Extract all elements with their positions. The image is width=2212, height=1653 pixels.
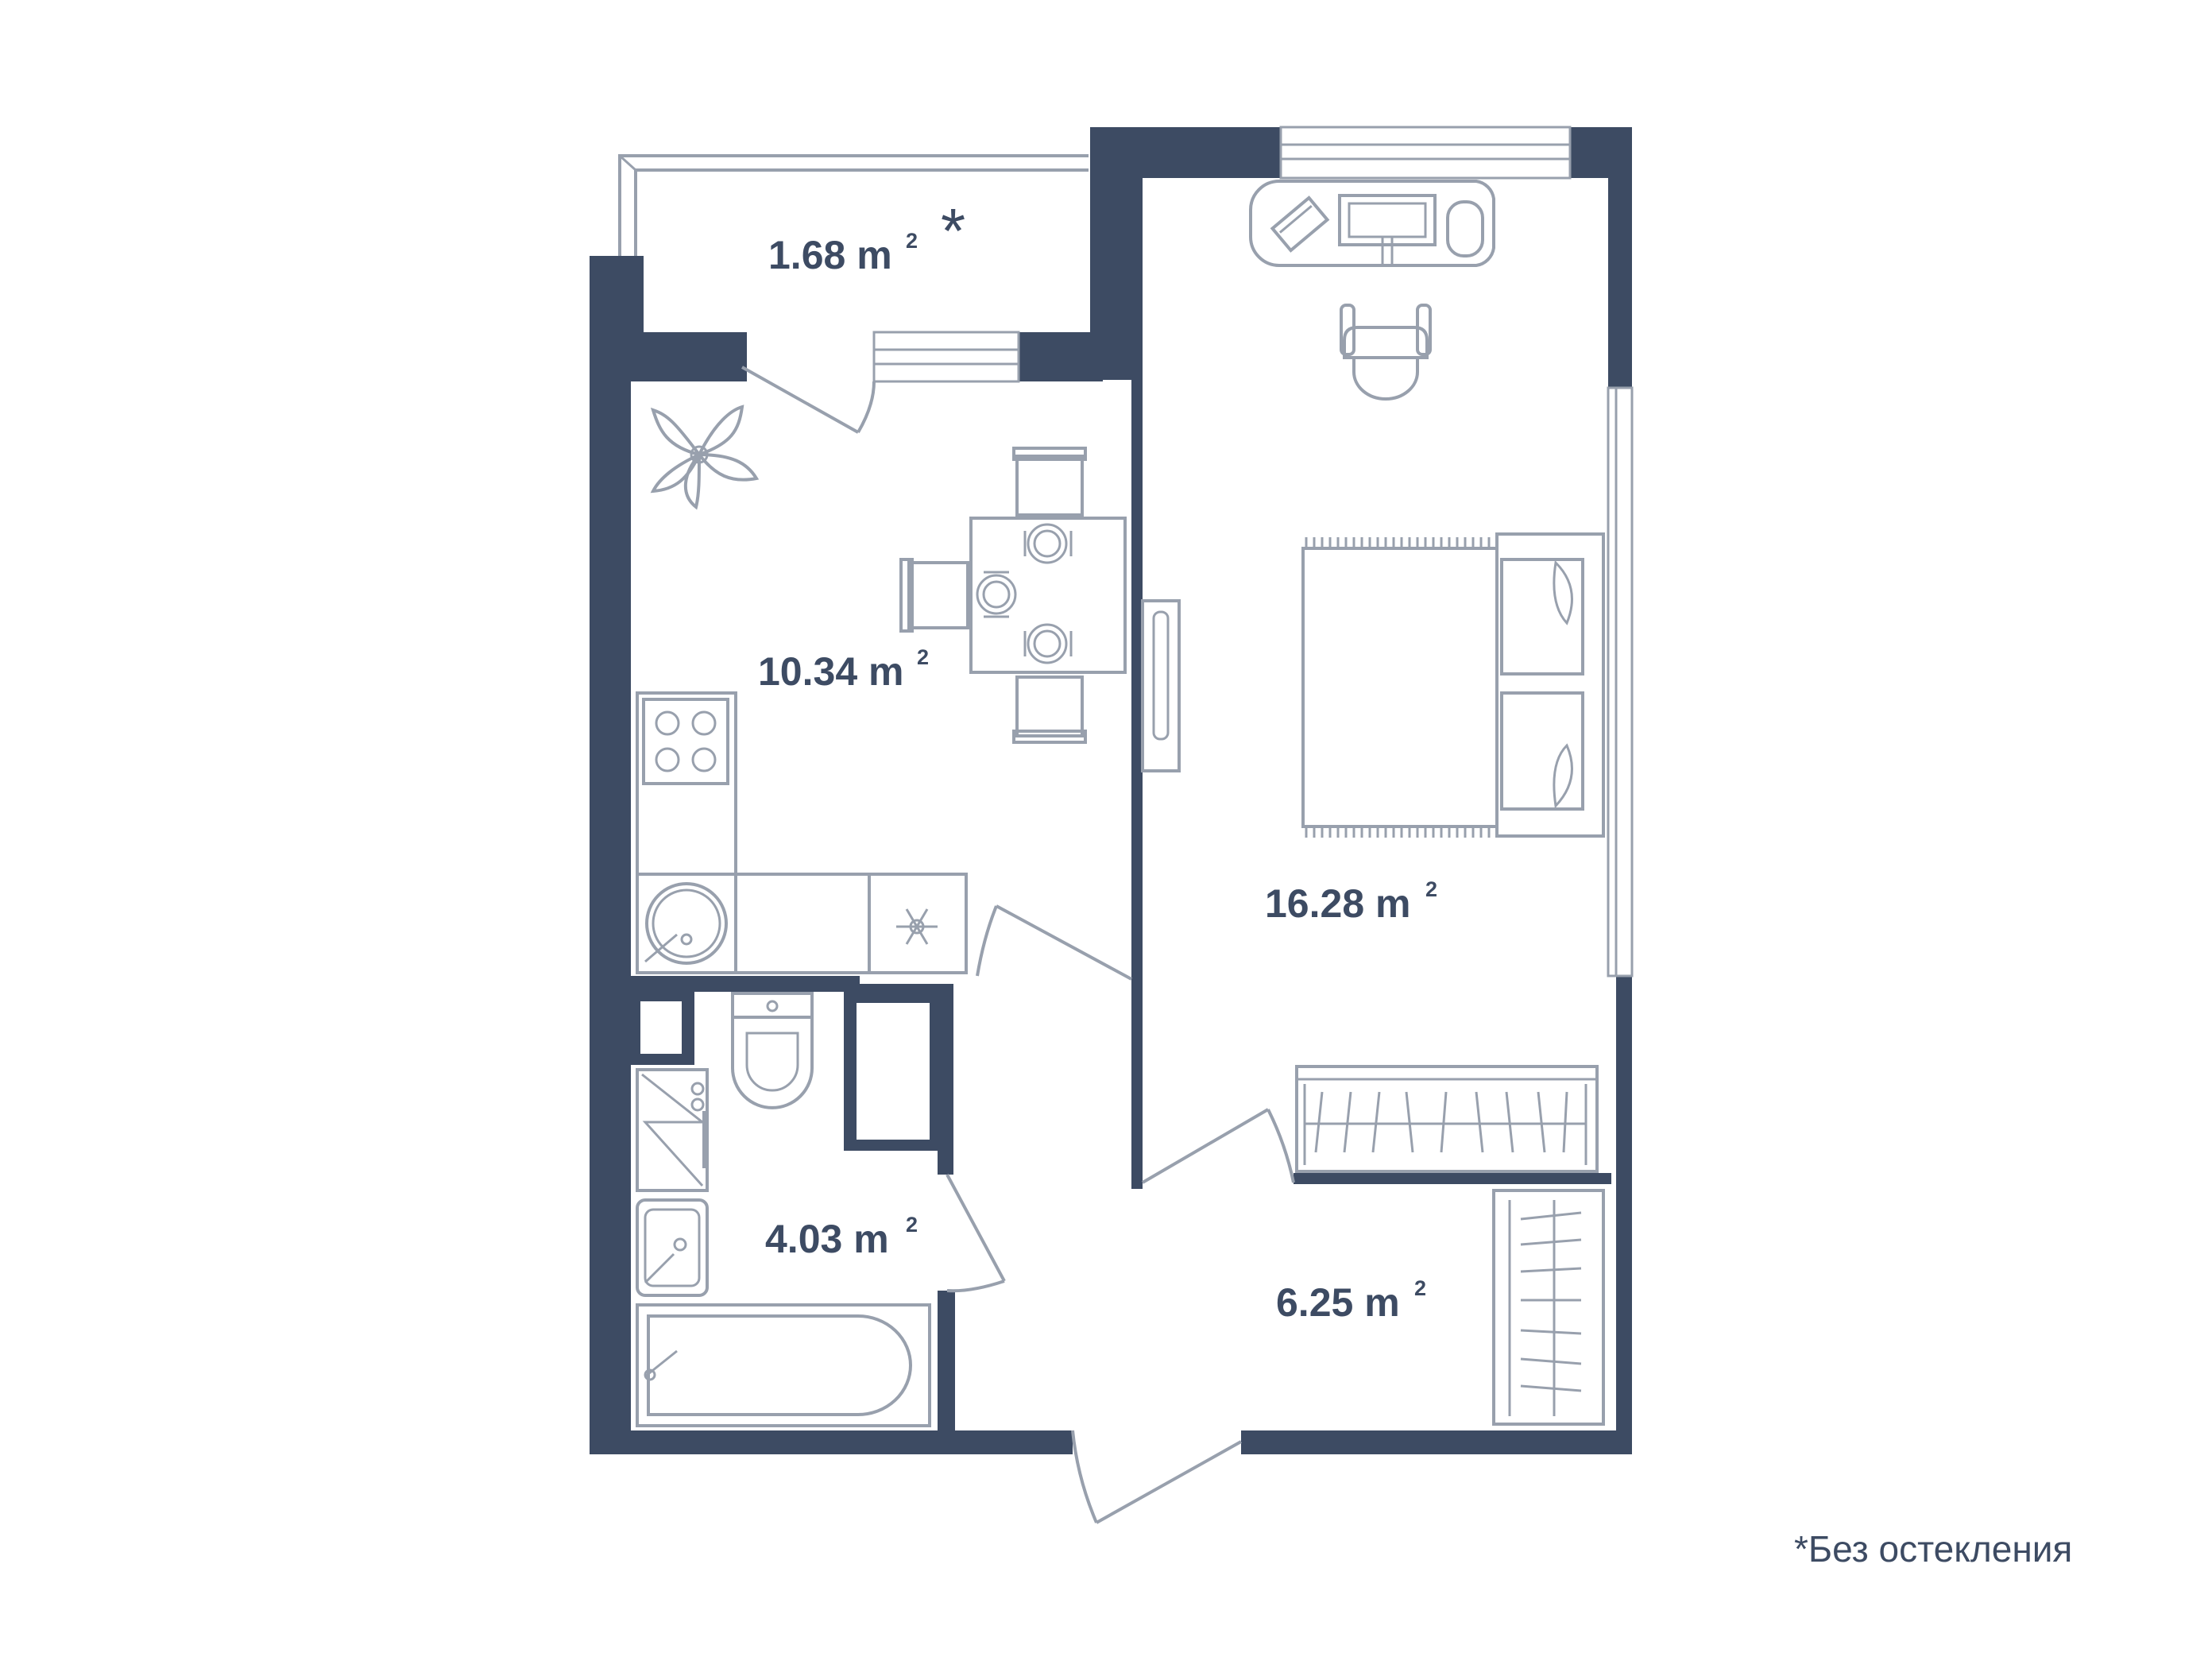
hall-area-label: 6.25 m — [1276, 1280, 1400, 1325]
balcony-unglazed-mark: * — [941, 195, 965, 266]
balcony — [618, 154, 1089, 256]
kitchen-furniture — [636, 405, 1127, 974]
kitchen-area-exp: 2 — [917, 645, 929, 669]
bedroom-furniture — [1141, 180, 1605, 1173]
doors — [741, 366, 1295, 1524]
bedroom-area-label: 16.28 m — [1265, 881, 1411, 926]
bathroom-area-label: 4.03 m — [765, 1217, 889, 1261]
balcony-area-label: 1.68 m — [768, 233, 892, 277]
kitchen-area-label: 10.34 m — [758, 649, 904, 694]
hall-furniture — [1492, 1189, 1605, 1426]
windows — [872, 126, 1634, 977]
bedroom-area-exp: 2 — [1425, 877, 1437, 901]
balcony-area-exp: 2 — [906, 229, 918, 253]
bathroom-area-exp: 2 — [906, 1213, 918, 1237]
hall-area-exp: 2 — [1414, 1276, 1426, 1300]
bathroom-fixtures — [636, 992, 931, 1427]
walls — [590, 127, 1632, 1454]
footnote: *Без остекления — [1794, 1528, 2073, 1570]
